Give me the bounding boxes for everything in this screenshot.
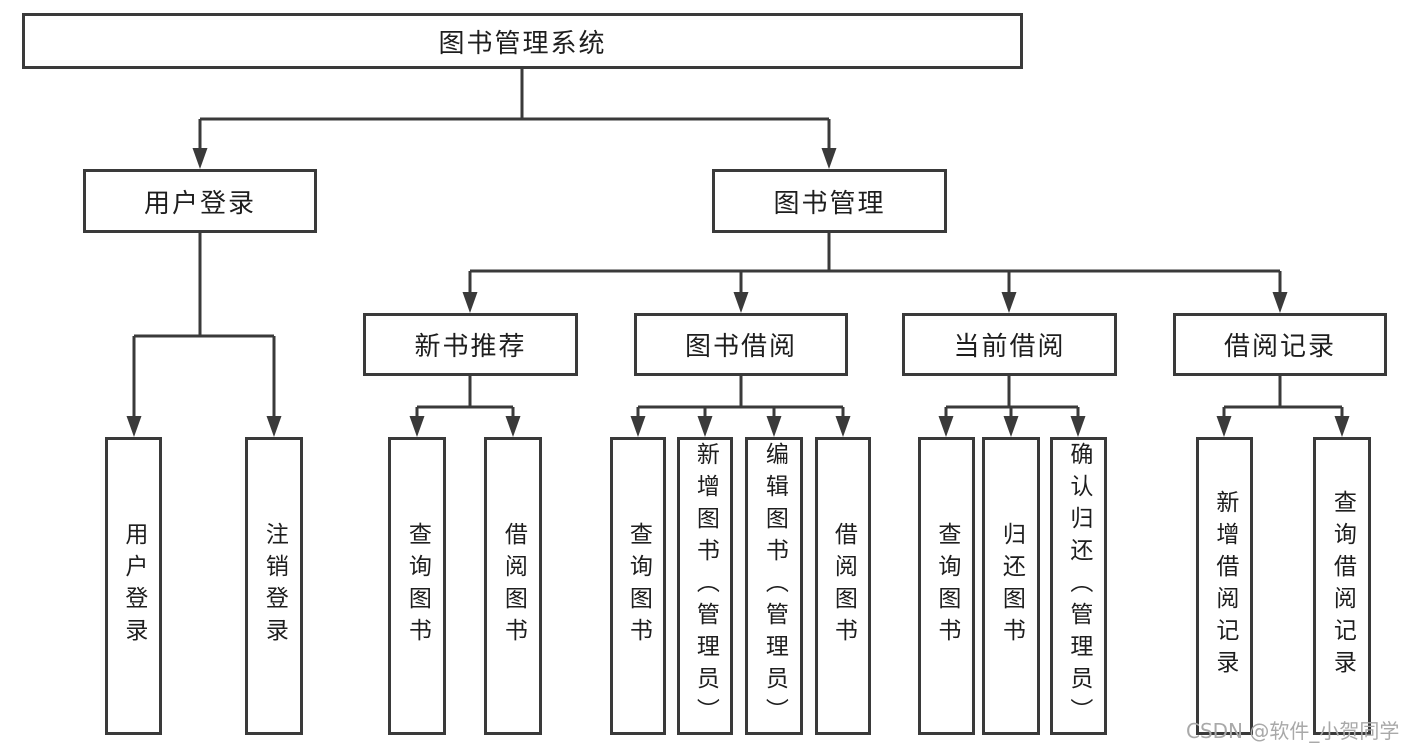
node-book-management-label: 图书管理 [773,188,886,219]
arrowhead [630,416,646,437]
leaf-confirm-return-admin-label: 确认归还（管理员） [1065,442,1092,730]
arrowhead [1334,416,1350,437]
leaf-user-login: 用户登录 [105,437,162,735]
arrowhead [1070,416,1086,437]
leaf-add-borrow-record-label: 新增借阅记录 [1211,490,1238,682]
arrowhead [1272,292,1288,313]
leaf-return-books: 归还图书 [982,437,1040,735]
leaf-add-books-admin: 新增图书（管理员） [677,437,733,735]
leaf-add-borrow-record: 新增借阅记录 [1196,437,1253,735]
connector-user-login-children [126,233,282,437]
leaf-query-borrow-record: 查询借阅记录 [1313,437,1371,735]
leaf-borrow-books-label: 借阅图书 [830,522,857,650]
node-borrowing-records: 借阅记录 [1173,313,1387,376]
arrowhead [697,416,713,437]
leaf-recommend-borrow-books: 借阅图书 [484,437,542,735]
leaf-borrow-query-books-label: 查询图书 [625,522,652,650]
leaf-logout-label: 注销登录 [261,522,288,650]
node-book-management: 图书管理 [712,169,947,233]
connector-root-to-level2 [192,69,837,169]
arrowhead [821,148,837,169]
leaf-logout: 注销登录 [245,437,303,735]
arrowhead [766,416,782,437]
leaf-current-query-books-label: 查询图书 [933,522,960,650]
arrowhead [126,416,142,437]
node-current-borrowing: 当前借阅 [902,313,1117,376]
connector-recommend-children [409,376,521,437]
node-root: 图书管理系统 [22,13,1023,69]
node-book-borrowing: 图书借阅 [634,313,848,376]
arrowhead [505,416,521,437]
arrowhead [1003,416,1019,437]
node-user-login-label: 用户登录 [143,188,256,219]
leaf-user-login-label: 用户登录 [120,522,147,650]
leaf-confirm-return-admin: 确认归还（管理员） [1050,437,1107,735]
arrowhead [266,416,282,437]
leaf-edit-books-admin: 编辑图书（管理员） [745,437,803,735]
leaf-borrow-query-books: 查询图书 [610,437,666,735]
node-user-login: 用户登录 [83,169,317,233]
leaf-recommend-query-books-label: 查询图书 [404,522,431,650]
node-current-borrowing-label: 当前借阅 [953,332,1066,362]
leaf-current-query-books: 查询图书 [918,437,975,735]
arrowhead [938,416,954,437]
arrowhead [733,292,749,313]
leaf-borrow-books: 借阅图书 [815,437,871,735]
leaf-recommend-query-books: 查询图书 [388,437,446,735]
node-new-book-recommendation: 新书推荐 [363,313,578,376]
leaf-query-borrow-record-label: 查询借阅记录 [1329,490,1356,682]
leaf-return-books-label: 归还图书 [998,522,1025,650]
node-new-book-recommendation-label: 新书推荐 [414,332,527,362]
arrowhead [1001,292,1017,313]
node-root-label: 图书管理系统 [438,28,607,59]
arrowhead [409,416,425,437]
connector-borrow-children [630,376,851,437]
connector-records-children [1216,376,1350,437]
leaf-edit-books-admin-label: 编辑图书（管理员） [761,442,788,730]
arrowhead [835,416,851,437]
csdn-watermark: CSDN @软件_小贺同学 [1186,719,1400,743]
arrowhead [462,292,478,313]
leaf-add-books-admin-label: 新增图书（管理员） [692,442,719,730]
leaf-recommend-borrow-books-label: 借阅图书 [500,522,527,650]
arrowhead [1216,416,1232,437]
arrowhead [192,148,208,169]
connector-book-mgmt-to-level3 [462,233,1288,313]
node-borrowing-records-label: 借阅记录 [1223,332,1336,362]
node-book-borrowing-label: 图书借阅 [684,332,797,362]
connector-current-children [938,376,1086,437]
